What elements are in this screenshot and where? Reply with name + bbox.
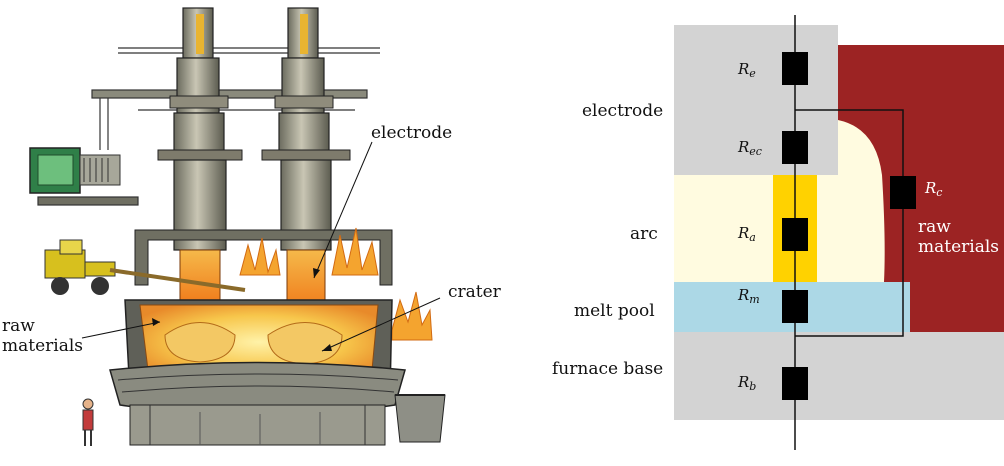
illus-crater-label: crater — [448, 282, 502, 302]
loader-vehicle — [44, 239, 246, 295]
left-electrode — [157, 7, 243, 318]
resistor-Rb — [782, 367, 808, 400]
resistor-Rec — [782, 131, 808, 164]
raw-materials-arrowhead — [152, 318, 160, 326]
worker-figure — [82, 398, 94, 446]
furnace-base-region — [674, 332, 1004, 420]
crater-arrowhead — [322, 344, 332, 351]
control-cabinet — [29, 147, 121, 194]
label-Rc: Rc — [924, 179, 942, 199]
bypass-wire — [795, 109, 904, 337]
slag-ladle — [394, 394, 446, 443]
furnace-body — [109, 299, 406, 446]
illus-electrode-label: electrode — [371, 123, 452, 143]
circuit-arc-label: arc — [630, 224, 658, 244]
circuit-furnace-base-label: furnace base — [552, 359, 663, 379]
label-Re: Re — [737, 60, 756, 80]
electrode-pointer — [313, 141, 373, 279]
illus-raw-label: raw — [2, 316, 35, 336]
label-Rm: Rm — [737, 286, 760, 306]
label-Ra: Ra — [737, 224, 756, 244]
label-Rec: Rec — [737, 138, 762, 158]
circuit-melt-pool-label: melt pool — [574, 301, 655, 321]
resistor-Ra — [782, 218, 808, 251]
circuit-electrode-label: electrode — [582, 101, 663, 121]
crater-pointer — [321, 297, 441, 352]
electrode-arrowhead — [313, 268, 320, 278]
resistor-Re — [782, 52, 808, 85]
flames — [239, 227, 433, 341]
circuit-raw-label: raw — [918, 217, 951, 237]
support-frame — [37, 47, 380, 206]
raw-materials-pointer — [81, 321, 161, 339]
circuit-materials-label: materials — [918, 237, 999, 257]
illus-materials-label: materials — [2, 336, 83, 356]
equivalent-circuit: Re Rec Ra Rm Rb Rc electrode arc melt po… — [552, 15, 1004, 450]
furnace-roof — [134, 229, 393, 286]
resistor-Rc — [890, 176, 916, 209]
furnace-illustration: electrode crater raw materials — [2, 7, 502, 446]
electrode-region — [674, 25, 838, 175]
resistor-Rm — [782, 290, 808, 323]
label-Rb: Rb — [737, 373, 756, 393]
